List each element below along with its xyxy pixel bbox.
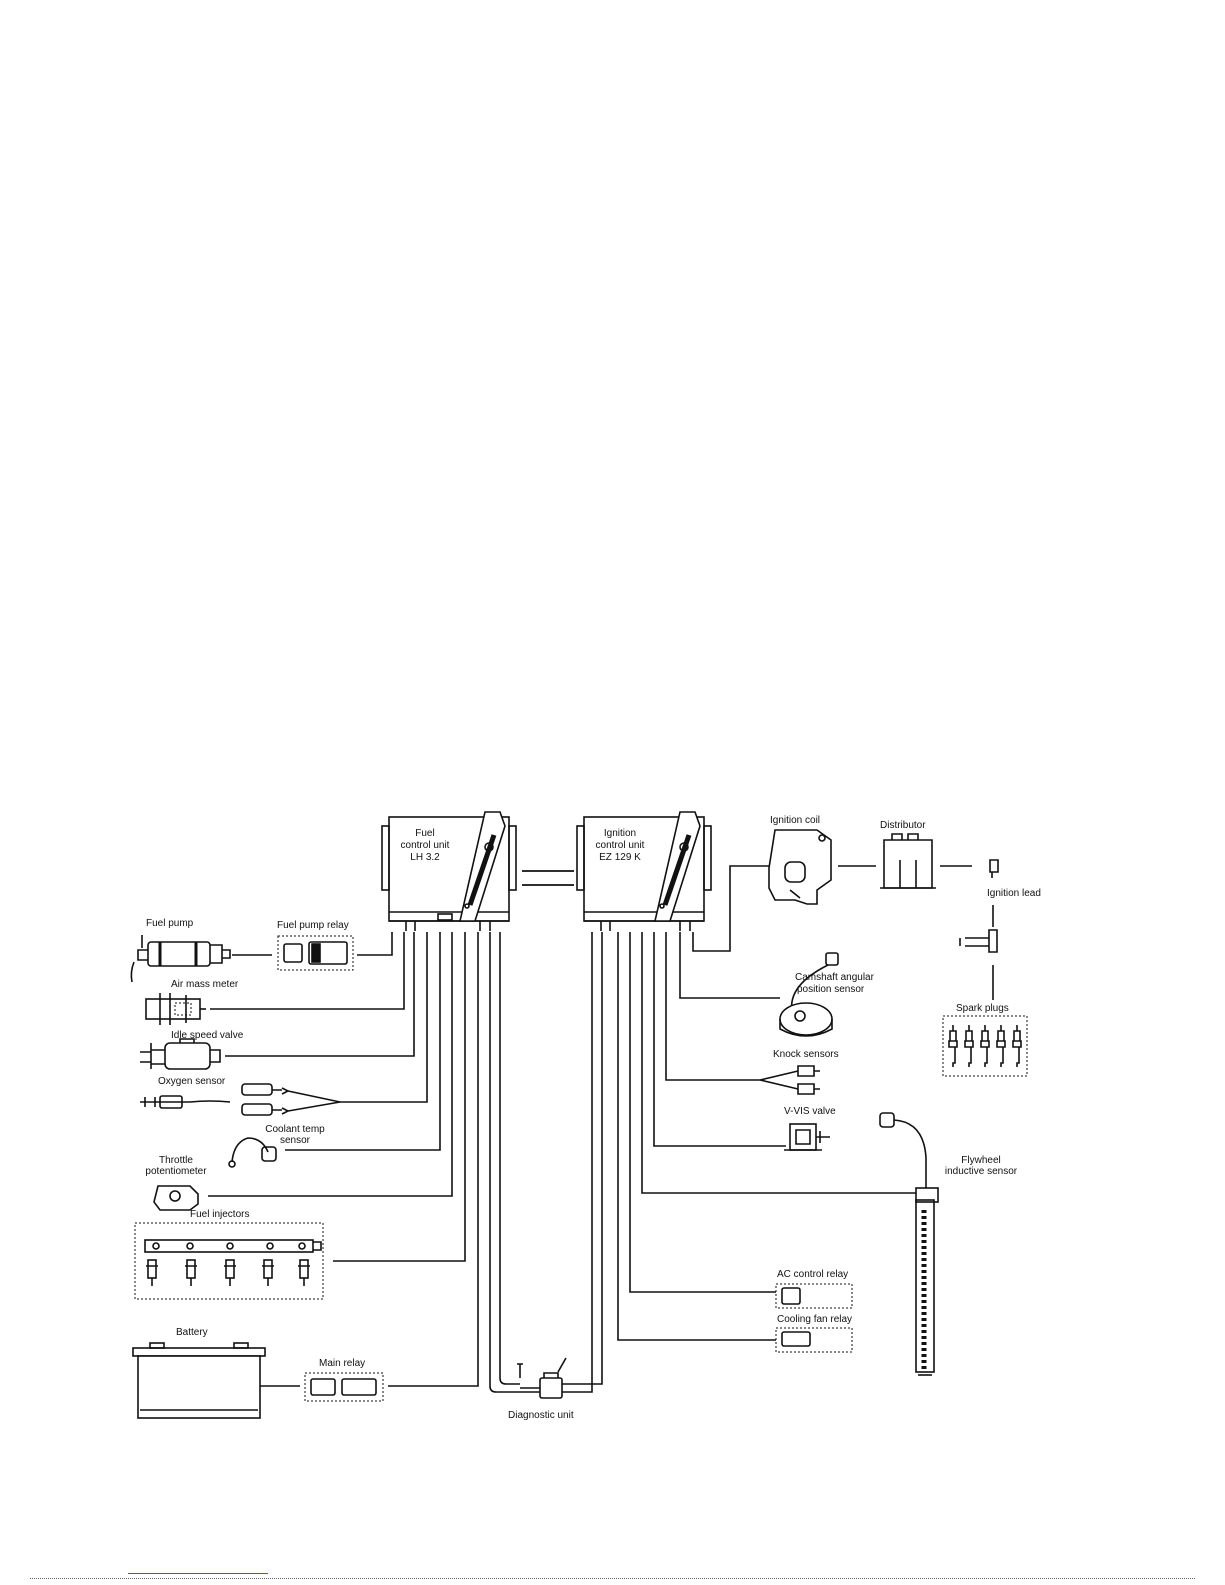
ac-control-relay: [775, 1283, 853, 1309]
air-mass-meter-label: Air mass meter: [171, 979, 239, 990]
distributor-label: Distributor: [880, 820, 926, 831]
idle-speed-valve: [140, 1038, 221, 1070]
throttle-label-1: Throttle: [159, 1155, 193, 1166]
coolant-temp-label-1: Coolant temp: [265, 1124, 325, 1135]
footer-divider: [30, 1578, 1195, 1579]
line-fan: [617, 932, 776, 1341]
distributor: [880, 833, 936, 889]
ignition-control-unit: [576, 811, 712, 931]
spark-plug: [964, 1025, 974, 1067]
flywheel-label-2: inductive sensor: [944, 1166, 1018, 1177]
line-oxygen: [340, 932, 428, 1103]
camshaft-label-2: position sensor: [797, 984, 865, 995]
spark-plug: [996, 1025, 1006, 1067]
ign-ecu-label-3: EZ 129 K: [599, 852, 641, 863]
spark-plug: [980, 1025, 990, 1067]
vvis-valve: [784, 1123, 830, 1151]
line-flywheel: [641, 932, 916, 1194]
fuel-injectors-label: Fuel injectors: [190, 1209, 250, 1220]
fuel-ecu-label-3: LH 3.2: [410, 852, 440, 863]
knock-sensors: [759, 1065, 820, 1095]
fuel-control-unit: [381, 811, 517, 931]
ignition-coil: [768, 829, 832, 905]
fuel-ecu-label-1: Fuel: [415, 828, 435, 839]
flywheel-sensor: [879, 1112, 939, 1376]
throttle-potentiometer: [153, 1185, 199, 1211]
line-ac: [629, 932, 776, 1293]
main-relay-label: Main relay: [319, 1358, 366, 1369]
air-mass-meter: [145, 993, 206, 1025]
line-idle: [225, 932, 415, 1057]
oxygen-sensor: [140, 1083, 341, 1116]
fuel-injectors: [134, 1222, 324, 1300]
battery-label: Battery: [176, 1327, 208, 1338]
ignition-coil-label: Ignition coil: [770, 815, 821, 826]
idle-speed-valve-label: Idle speed valve: [171, 1030, 244, 1041]
ac-relay-label: AC control relay: [777, 1269, 849, 1280]
line-knock: [665, 932, 760, 1081]
battery: [132, 1342, 266, 1419]
diagnostic-unit-label: Diagnostic unit: [508, 1410, 574, 1421]
camshaft-label-1: Camshaft angular: [795, 972, 874, 983]
line-injectors: [333, 932, 466, 1262]
spark-plug: [1012, 1025, 1022, 1067]
ign-ecu-label-1: Ignition: [603, 828, 637, 839]
ecu-link-lines: [522, 870, 574, 886]
vvis-valve-label: V-VIS valve: [784, 1106, 836, 1117]
ignition-lead-label: Ignition lead: [987, 888, 1041, 899]
spark-plugs-label: Spark plugs: [956, 1003, 1009, 1014]
fuel-pump: [130, 935, 231, 983]
injector: [185, 1259, 197, 1286]
injector: [146, 1259, 158, 1286]
fuel-pump-relay: [277, 935, 354, 971]
injector: [224, 1259, 236, 1286]
knock-sensors-label: Knock sensors: [773, 1049, 839, 1060]
ignition-lead: [959, 859, 999, 953]
flywheel-label-1: Flywheel: [961, 1155, 1001, 1166]
line-camshaft: [679, 932, 780, 999]
spark-plug: [948, 1025, 958, 1067]
line-relay-ecu: [357, 932, 393, 956]
line-diag-left: [489, 932, 540, 1393]
footer-link-underline: [128, 1573, 268, 1574]
cooling-fan-relay-label: Cooling fan relay: [777, 1314, 853, 1325]
throttle-label-2: potentiometer: [145, 1166, 207, 1177]
injector: [298, 1259, 310, 1286]
line-diag-left2: [499, 932, 520, 1385]
line-diag-right: [562, 932, 593, 1393]
line-coil: [692, 865, 770, 952]
diagnostic-unit: [517, 1357, 567, 1399]
coolant-temp-sensor: [228, 1137, 277, 1168]
spark-plugs: [942, 1015, 1028, 1077]
camshaft-sensor: [779, 952, 839, 1037]
ign-ecu-label-2: control unit: [595, 840, 645, 851]
cooling-fan-relay: [775, 1327, 853, 1353]
fuel-ecu-label-2: control unit: [400, 840, 450, 851]
line-coolant: [285, 932, 441, 1151]
fuel-pump-relay-label: Fuel pump relay: [277, 920, 349, 931]
line-diag-right2: [562, 932, 603, 1385]
line-throttle: [208, 932, 453, 1197]
oxygen-sensor-label: Oxygen sensor: [158, 1076, 226, 1087]
fuel-pump-label: Fuel pump: [146, 918, 194, 929]
line-airmass: [210, 932, 405, 1010]
line-mainrelay: [388, 932, 479, 1387]
main-relay: [304, 1372, 384, 1402]
line-vvis: [653, 932, 786, 1147]
injector: [262, 1259, 274, 1286]
coolant-temp-label-2: sensor: [279, 1135, 310, 1146]
